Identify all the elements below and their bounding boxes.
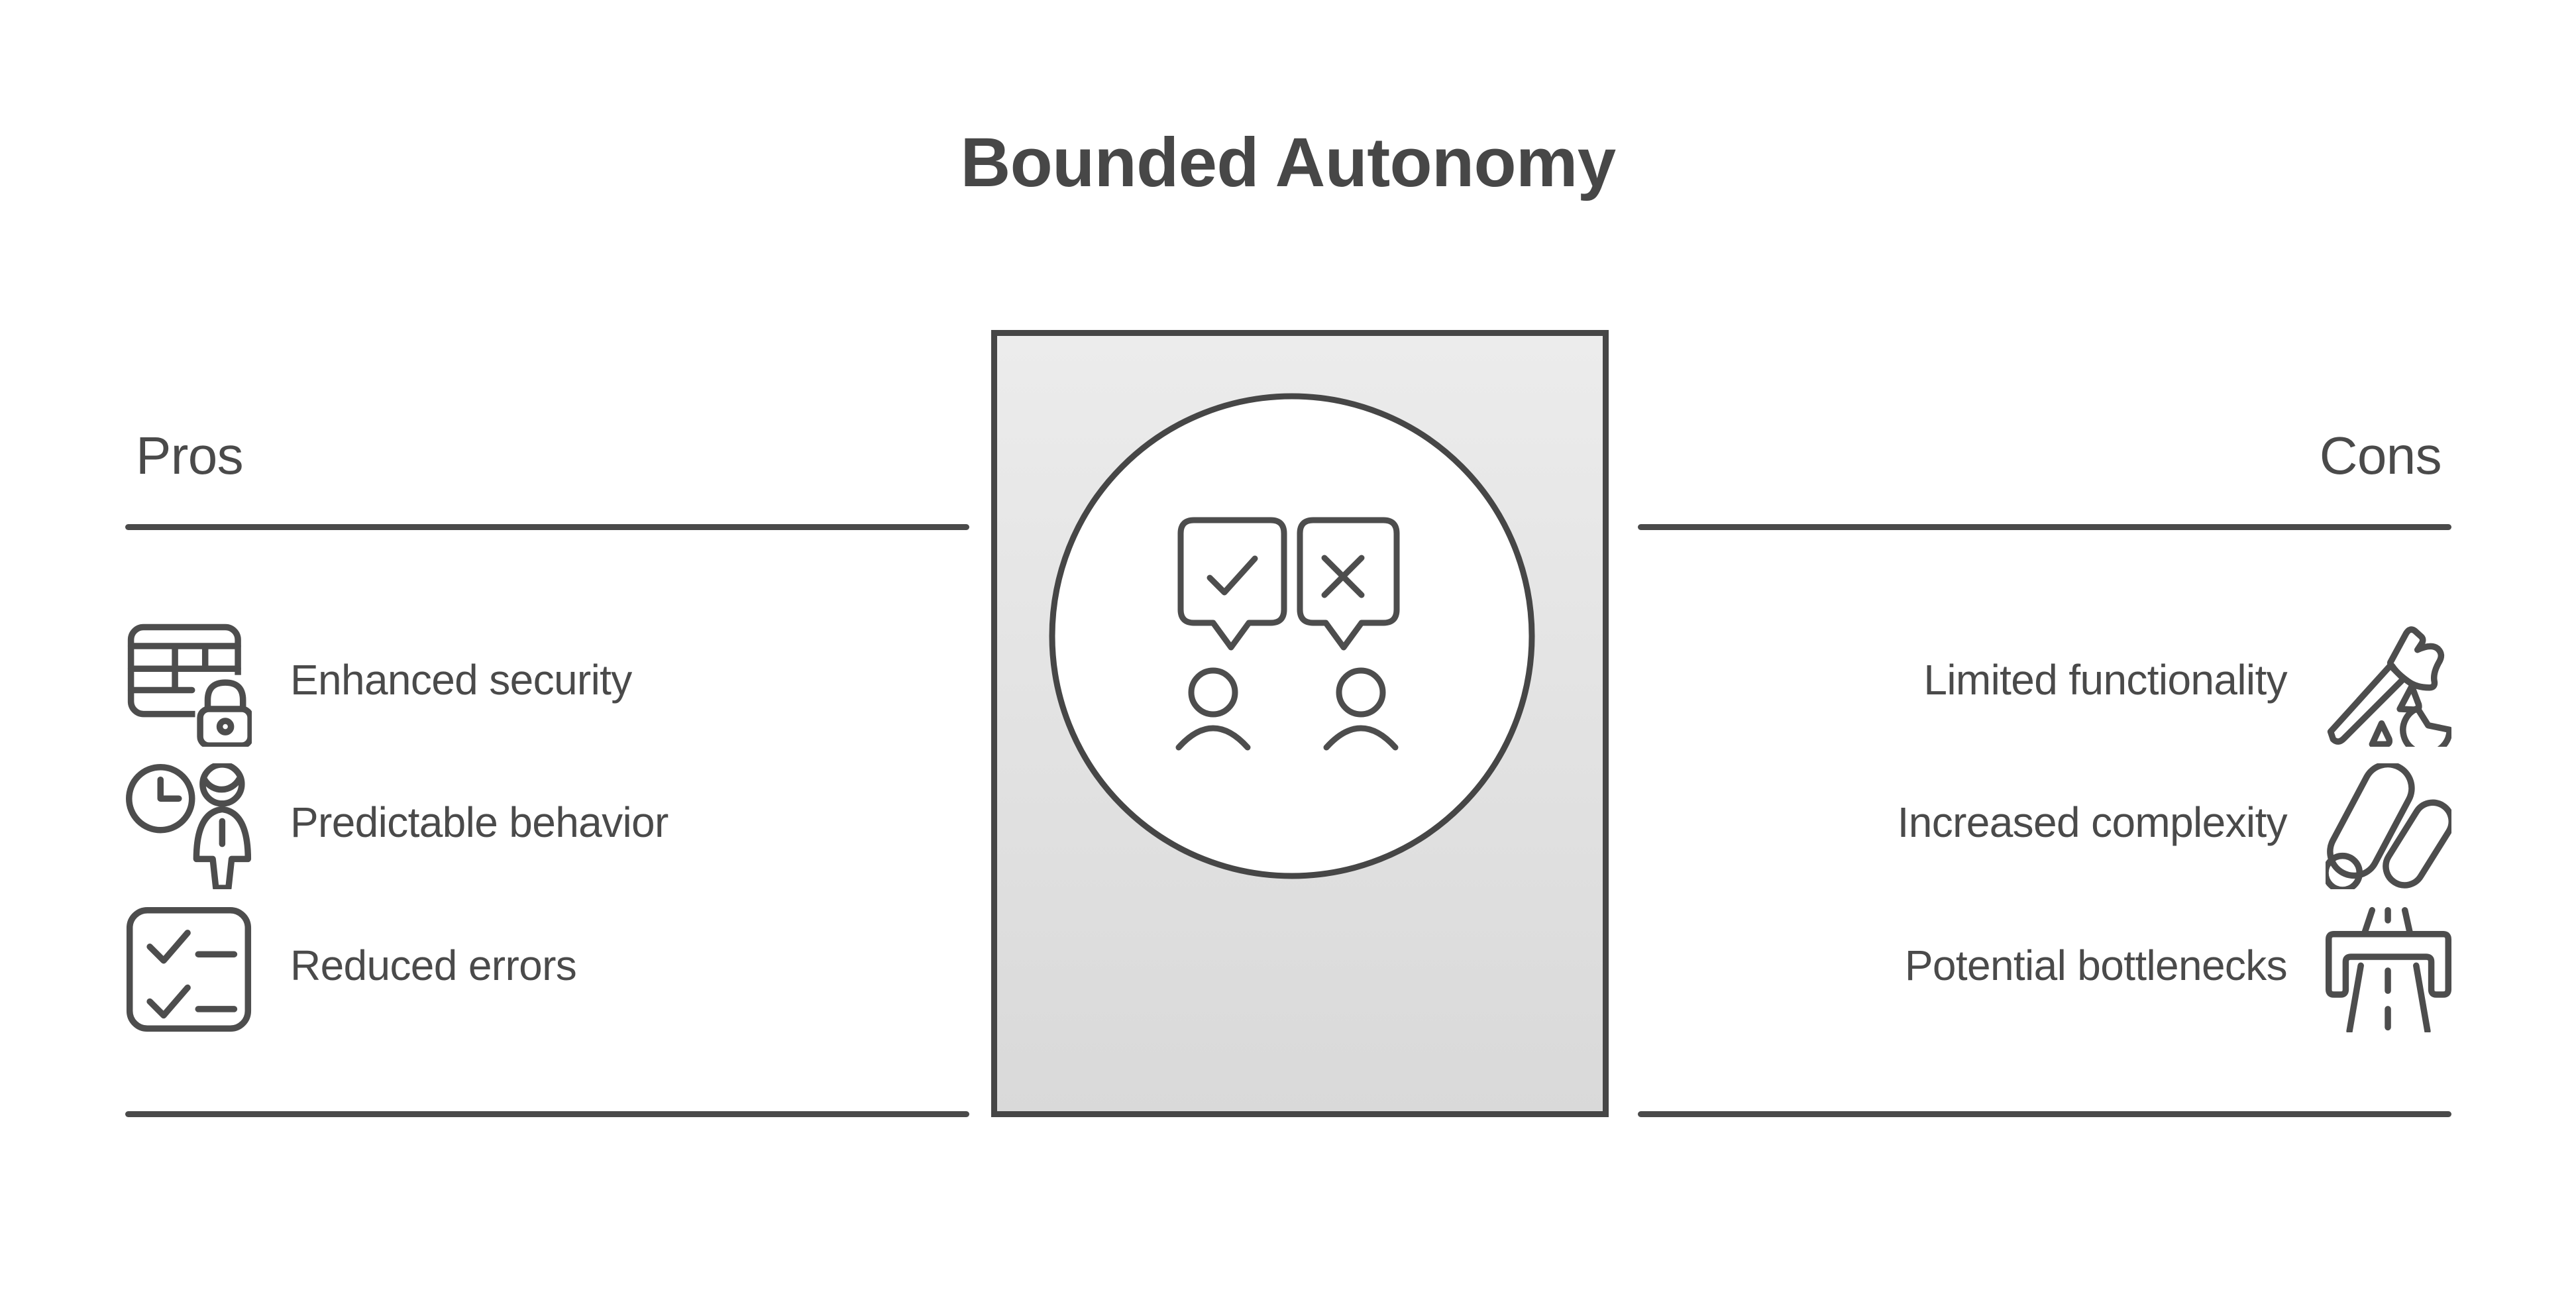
pros-heading: Pros — [136, 426, 244, 485]
center-panel — [991, 330, 1609, 1117]
person-icon — [1323, 667, 1399, 751]
table-lock-icon — [127, 624, 252, 747]
cons-item-increased-complexity: Increased complexity — [1898, 763, 2451, 889]
axe-broken-icon — [2327, 626, 2451, 747]
cons-item-label: Limited functionality — [1923, 655, 2287, 704]
pros-top-divider — [125, 524, 969, 530]
page-title: Bounded Autonomy — [960, 124, 1616, 201]
person-icon — [1175, 667, 1251, 751]
logs-icon — [2326, 763, 2451, 889]
cons-bottom-divider — [1638, 1111, 2451, 1117]
cons-item-label: Potential bottlenecks — [1904, 941, 2288, 989]
cons-top-divider — [1638, 524, 2451, 530]
cons-item-label: Increased complexity — [1897, 798, 2288, 846]
pros-item-label: Enhanced security — [290, 655, 632, 704]
pros-item-enhanced-security: Enhanced security — [126, 621, 632, 747]
decision-circle — [1049, 393, 1535, 879]
cons-item-potential-bottlenecks: Potential bottlenecks — [1905, 906, 2451, 1032]
checklist-icon — [126, 906, 252, 1032]
pros-item-label: Predictable behavior — [290, 798, 669, 846]
bottleneck-road-icon — [2326, 906, 2451, 1032]
pros-item-label: Reduced errors — [290, 941, 577, 989]
pros-item-predictable-behavior: Predictable behavior — [126, 763, 669, 889]
pros-bottom-divider — [125, 1111, 969, 1117]
cons-heading: Cons — [2319, 426, 2442, 485]
cons-item-limited-functionality: Limited functionality — [1923, 621, 2451, 747]
x-bubble-icon — [1297, 517, 1400, 651]
clock-person-icon — [126, 763, 252, 889]
check-bubble-icon — [1177, 517, 1287, 651]
pros-item-reduced-errors: Reduced errors — [126, 906, 577, 1032]
